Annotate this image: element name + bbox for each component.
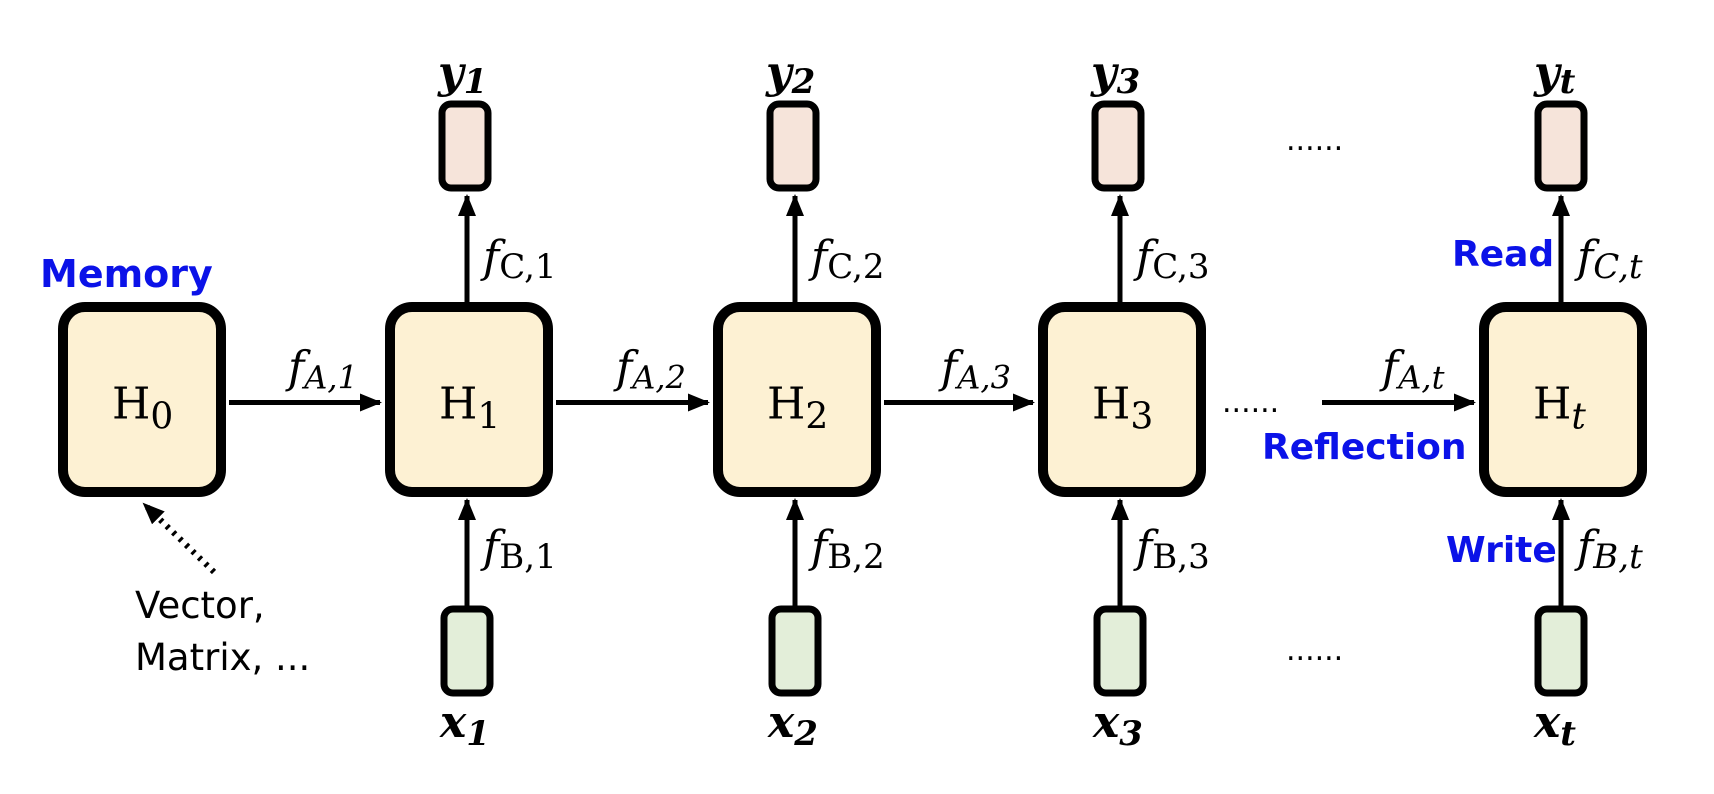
input-label-x1: x1 xyxy=(439,697,490,754)
note-dotted-arrow xyxy=(141,501,217,575)
output-label-y2-sub: 2 xyxy=(791,62,816,102)
write-label: Write xyxy=(1446,530,1557,571)
state-label-h1-sub: 1 xyxy=(477,397,500,438)
state-box-h3 xyxy=(1038,302,1206,497)
label-fa-2-sub: A,2 xyxy=(629,359,686,397)
input-label-x2-sub: 2 xyxy=(793,714,818,754)
input-label-x1-base: x xyxy=(439,697,467,748)
state-box-h2 xyxy=(713,302,881,497)
memory-label: Memory xyxy=(40,252,213,296)
output-label-y1-sub: 1 xyxy=(464,62,488,102)
input-box-x1 xyxy=(440,605,494,697)
reflection-label: Reflection xyxy=(1262,427,1467,468)
state-label-h2-sub: 2 xyxy=(805,397,828,438)
output-label-y2-base: y xyxy=(765,47,795,98)
label-fa-1: fA,1 xyxy=(285,343,358,397)
label-fb-1-sub: B,1 xyxy=(499,537,556,577)
label-fa-3-sub: A,3 xyxy=(954,359,1011,397)
label-fc-3: fC,3 xyxy=(1133,232,1210,287)
input-label-x1-sub: 1 xyxy=(466,714,490,754)
input-label-x3-base: x xyxy=(1092,697,1120,748)
label-fc-3-sub: C,3 xyxy=(1152,247,1209,287)
output-label-y2: y2 xyxy=(765,47,815,102)
label-fb-1: fB,1 xyxy=(480,522,557,577)
input-label-xt: xt xyxy=(1533,697,1576,754)
output-box-y2 xyxy=(766,100,820,192)
ellipsis-bottom: ...... xyxy=(1286,633,1343,668)
state-label-h0-sub: 0 xyxy=(150,397,173,438)
label-fa-t: fA,t xyxy=(1379,343,1445,397)
label-fc-1-sub: C,1 xyxy=(499,247,556,287)
label-fc-t: fC,t xyxy=(1574,232,1643,287)
state-box-h0 xyxy=(58,302,226,497)
input-box-x3 xyxy=(1093,605,1147,697)
input-label-xt-sub: t xyxy=(1560,714,1576,754)
label-fa-t-sub: A,t xyxy=(1395,359,1444,397)
state-label-h0: H0 xyxy=(112,379,173,438)
label-fb-3-sub: B,3 xyxy=(1152,537,1209,577)
input-label-x3: x3 xyxy=(1092,697,1143,754)
state-label-h3-sub: 3 xyxy=(1130,397,1153,438)
state-label-h1-base: H xyxy=(439,379,477,430)
input-label-x2-base: x xyxy=(767,697,795,748)
state-box-ht xyxy=(1479,302,1647,497)
state-label-h3-base: H xyxy=(1092,379,1130,430)
state-box-h1 xyxy=(385,302,553,497)
state-label-ht: Ht xyxy=(1533,379,1586,438)
output-box-y1 xyxy=(438,100,492,192)
label-fb-t-sub: B,t xyxy=(1592,537,1643,577)
ellipsis-middle: ...... xyxy=(1222,385,1279,420)
input-box-x2 xyxy=(768,605,822,697)
output-label-y1-base: y xyxy=(437,47,467,98)
state-label-h0-base: H xyxy=(112,379,150,430)
input-box-xt xyxy=(1534,605,1588,697)
label-fa-1-sub: A,1 xyxy=(301,359,358,397)
output-label-yt-sub: t xyxy=(1560,62,1576,102)
label-fc-1: fC,1 xyxy=(480,232,557,287)
note-line-2: Matrix, ... xyxy=(135,636,310,679)
output-box-y3 xyxy=(1091,100,1145,192)
state-label-ht-sub: t xyxy=(1571,397,1586,438)
output-label-yt-base: y xyxy=(1533,47,1563,98)
input-label-x2: x2 xyxy=(767,697,818,754)
state-label-h2: H2 xyxy=(767,379,828,438)
state-label-h1: H1 xyxy=(439,379,500,438)
label-fc-2-sub: C,2 xyxy=(827,247,884,287)
label-fa-3: fA,3 xyxy=(938,343,1011,397)
label-fb-2-sub: B,2 xyxy=(827,537,884,577)
label-fa-2: fA,2 xyxy=(613,343,686,397)
label-fc-2: fC,2 xyxy=(808,232,885,287)
output-label-y3: y3 xyxy=(1090,47,1140,102)
label-fb-2: fB,2 xyxy=(808,522,885,577)
state-label-h2-base: H xyxy=(767,379,805,430)
state-label-h3: H3 xyxy=(1092,379,1153,438)
output-label-yt: yt xyxy=(1533,47,1576,102)
output-label-y3-base: y xyxy=(1090,47,1120,98)
output-label-y1: y1 xyxy=(437,47,487,102)
input-label-xt-base: x xyxy=(1533,697,1561,748)
output-label-y3-sub: 3 xyxy=(1117,62,1141,102)
input-label-x3-sub: 3 xyxy=(1119,714,1143,754)
label-fb-t: fB,t xyxy=(1574,522,1643,577)
output-box-yt xyxy=(1534,100,1588,192)
state-label-ht-base: H xyxy=(1533,379,1571,430)
note-line-1: Vector, xyxy=(135,584,265,627)
ellipsis-top: ...... xyxy=(1286,123,1343,158)
read-label: Read xyxy=(1452,234,1554,275)
label-fb-3: fB,3 xyxy=(1133,522,1210,577)
label-fc-t-sub: C,t xyxy=(1593,247,1643,287)
